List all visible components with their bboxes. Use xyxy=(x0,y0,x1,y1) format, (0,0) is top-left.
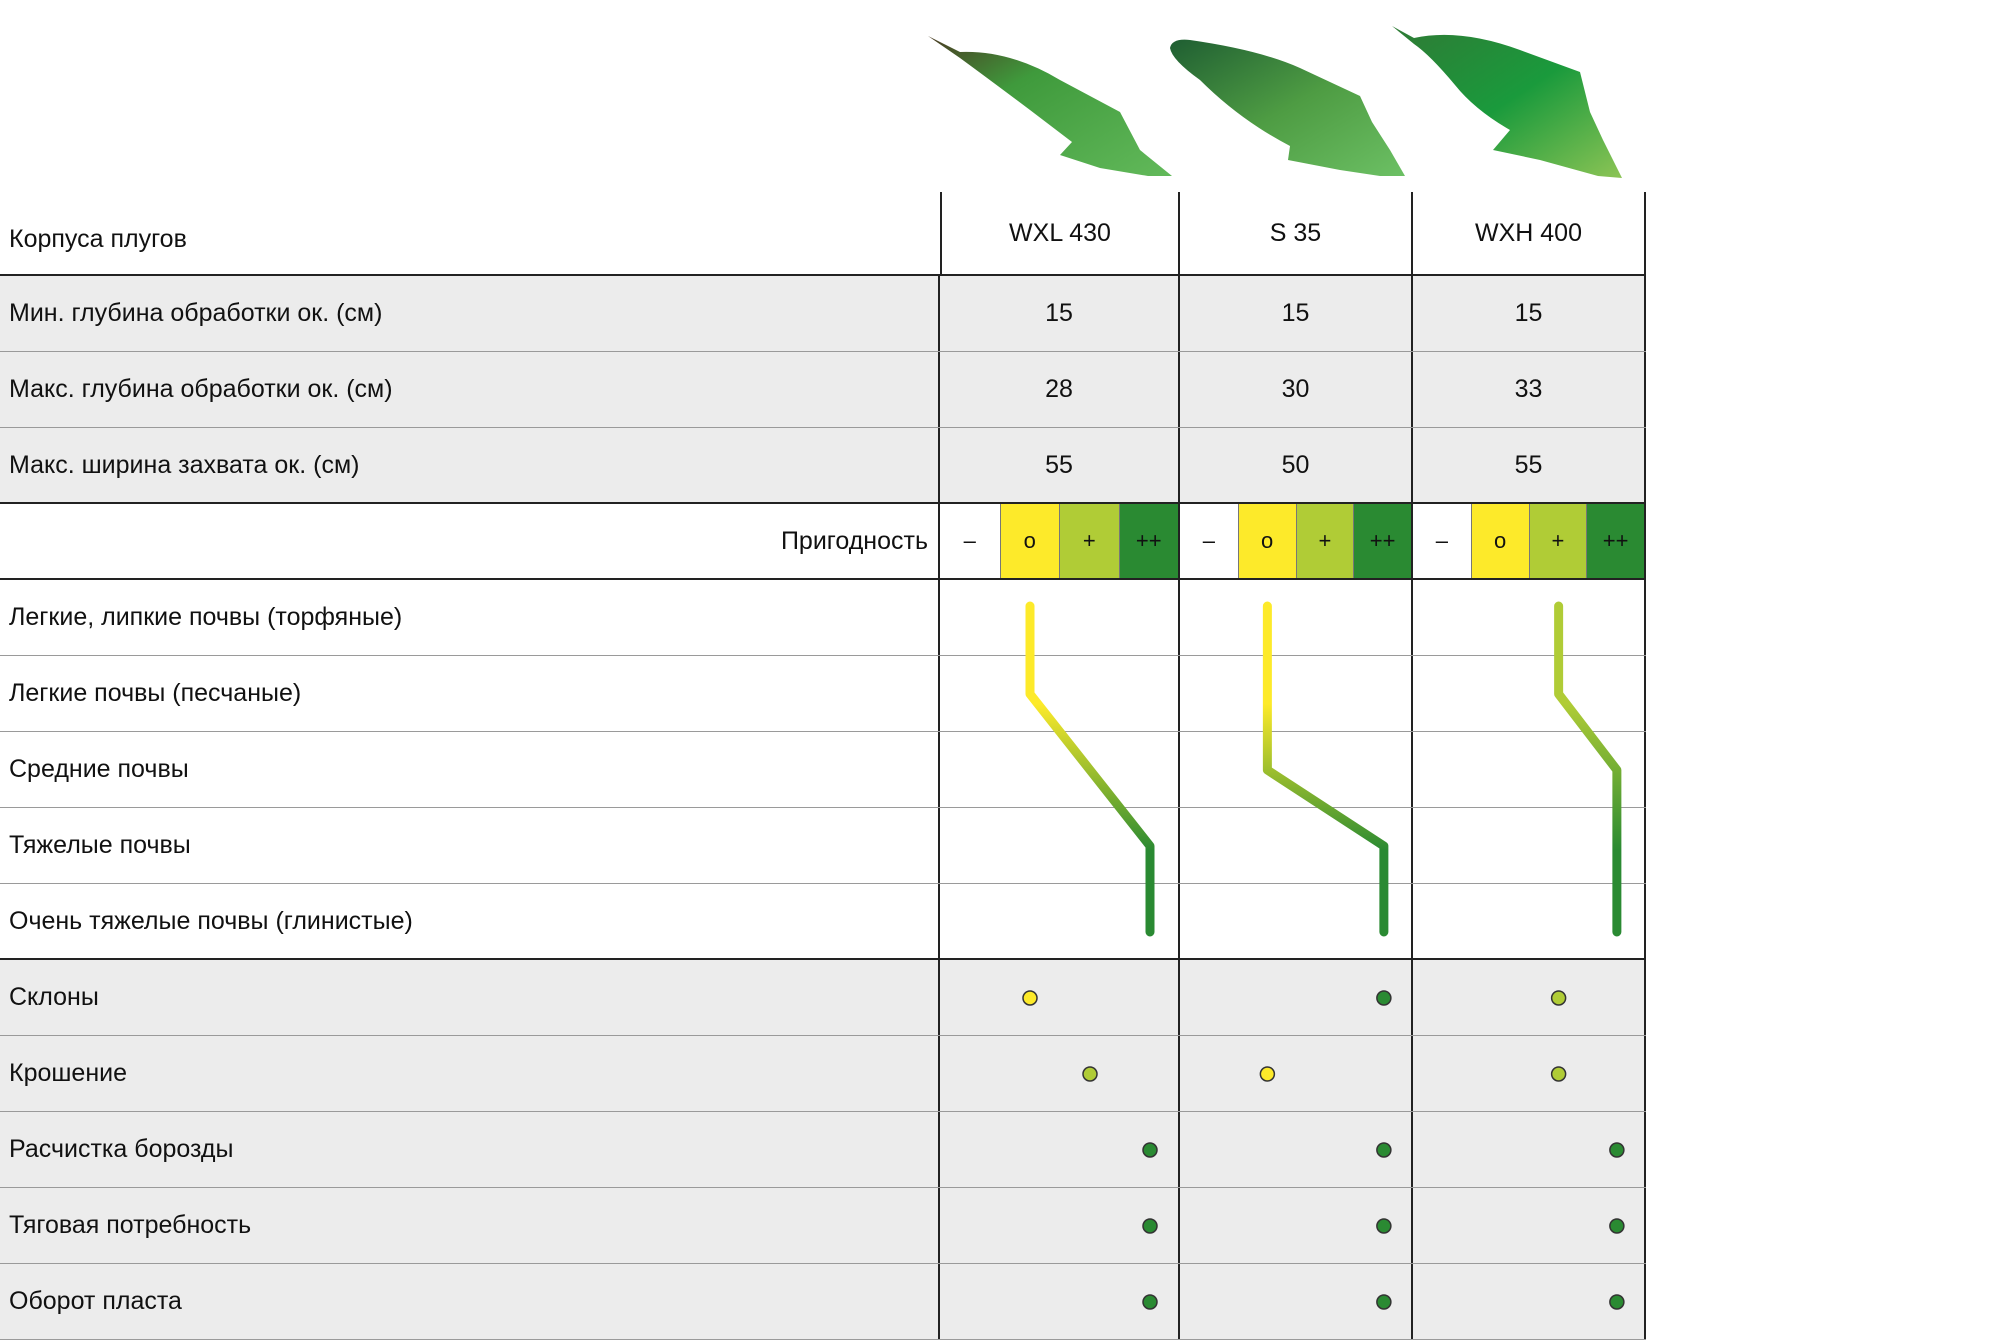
criterion-cell xyxy=(940,960,1180,1035)
suitability-level-2: + xyxy=(1528,504,1587,578)
model-header: S 35 xyxy=(1180,192,1413,274)
plow-body-images xyxy=(0,0,2000,192)
criterion-cell xyxy=(1180,1188,1413,1263)
suitability-level-1: o xyxy=(999,504,1059,578)
soil-cell xyxy=(1413,656,1646,731)
suitability-level-2: + xyxy=(1295,504,1354,578)
suitability-levels: –o+++ xyxy=(1180,504,1411,578)
spec-value: 55 xyxy=(1413,428,1646,502)
table-title: Корпуса плугов xyxy=(9,225,187,253)
soil-cell xyxy=(1413,732,1646,807)
plow-body-image-s-35 xyxy=(1170,39,1405,176)
soil-label: Очень тяжелые почвы (глинистые) xyxy=(0,884,940,958)
soil-cell xyxy=(1413,580,1646,655)
criterion-cell xyxy=(1413,1188,1646,1263)
suitability-levels: –o+++ xyxy=(940,504,1178,578)
criterion-row: Оборот пласта xyxy=(0,1264,1646,1340)
suitability-levels: –o+++ xyxy=(1413,504,1644,578)
soil-row: Средние почвы xyxy=(0,732,1646,808)
criterion-cell xyxy=(1180,1112,1413,1187)
criterion-label: Склоны xyxy=(0,960,940,1035)
suitability-level-3: ++ xyxy=(1586,504,1644,578)
criterion-cell xyxy=(1180,1036,1413,1111)
soil-label: Легкие, липкие почвы (торфяные) xyxy=(0,580,940,655)
suitability-level-1: o xyxy=(1470,504,1529,578)
criterion-row: Крошение xyxy=(0,1036,1646,1112)
criterion-cell xyxy=(940,1112,1180,1187)
criterion-label: Расчистка борозды xyxy=(0,1112,940,1187)
soil-cell xyxy=(940,732,1180,807)
soil-cell xyxy=(940,580,1180,655)
soil-cell xyxy=(940,656,1180,731)
soil-label: Тяжелые почвы xyxy=(0,808,940,883)
soil-label: Средние почвы xyxy=(0,732,940,807)
spec-label: Макс. глубина обработки ок. (см) xyxy=(0,352,940,427)
soil-cell xyxy=(1180,808,1413,883)
suitability-scale: –o+++ xyxy=(940,504,1180,578)
spec-value: 15 xyxy=(1413,276,1646,351)
criterion-cell xyxy=(940,1036,1180,1111)
model-header: WXH 400 xyxy=(1413,192,1646,274)
soil-cell xyxy=(1413,884,1646,958)
criterion-row: Тяговая потребность xyxy=(0,1188,1646,1264)
plow-body-image-wxh-400 xyxy=(1392,26,1622,178)
plow-body-image-wxl-430 xyxy=(928,36,1172,176)
criterion-row: Расчистка борозды xyxy=(0,1112,1646,1188)
suitability-level-3: ++ xyxy=(1118,504,1178,578)
spec-value: 55 xyxy=(940,428,1180,502)
spec-value: 30 xyxy=(1180,352,1413,427)
suitability-level-0: – xyxy=(1180,504,1238,578)
criterion-row: Склоны xyxy=(0,960,1646,1036)
soil-cell xyxy=(1180,580,1413,655)
soil-row: Очень тяжелые почвы (глинистые) xyxy=(0,884,1646,960)
criterion-label: Оборот пласта xyxy=(0,1264,940,1339)
suitability-level-0: – xyxy=(1413,504,1471,578)
spec-value: 28 xyxy=(940,352,1180,427)
criterion-cell xyxy=(1413,1264,1646,1339)
soil-cell xyxy=(1413,808,1646,883)
soil-cell xyxy=(1180,656,1413,731)
soil-label: Легкие почвы (песчаные) xyxy=(0,656,940,731)
criterion-cell xyxy=(940,1188,1180,1263)
soil-cell xyxy=(940,884,1180,958)
suitability-level-2: + xyxy=(1059,504,1119,578)
soil-row: Легкие, липкие почвы (торфяные) xyxy=(0,580,1646,656)
spec-value: 33 xyxy=(1413,352,1646,427)
soil-row: Легкие почвы (песчаные) xyxy=(0,656,1646,732)
soil-row: Тяжелые почвы xyxy=(0,808,1646,884)
spec-value: 15 xyxy=(940,276,1180,351)
criterion-cell xyxy=(940,1264,1180,1339)
soil-cell xyxy=(1180,732,1413,807)
criterion-cell xyxy=(1413,960,1646,1035)
spec-value: 15 xyxy=(1180,276,1413,351)
suitability-scale: –o+++ xyxy=(1413,504,1646,578)
criterion-label: Тяговая потребность xyxy=(0,1188,940,1263)
suitability-level-3: ++ xyxy=(1353,504,1411,578)
criterion-cell xyxy=(1180,1264,1413,1339)
criterion-label: Крошение xyxy=(0,1036,940,1111)
spec-label: Мин. глубина обработки ок. (см) xyxy=(0,276,940,351)
suitability-level-0: – xyxy=(940,504,1000,578)
spec-value: 50 xyxy=(1180,428,1413,502)
criterion-cell xyxy=(1180,960,1413,1035)
soil-cell xyxy=(1180,884,1413,958)
suitability-label: Пригодность xyxy=(0,504,940,578)
spec-label: Макс. ширина захвата ок. (см) xyxy=(0,428,940,502)
suitability-level-1: o xyxy=(1237,504,1296,578)
suitability-legend-row: Пригодность–o+++–o+++–o+++ xyxy=(0,504,1646,580)
criterion-cell xyxy=(1413,1036,1646,1111)
suitability-scale: –o+++ xyxy=(1180,504,1413,578)
soil-cell xyxy=(940,808,1180,883)
criterion-cell xyxy=(1413,1112,1646,1187)
model-header: WXL 430 xyxy=(940,192,1180,274)
